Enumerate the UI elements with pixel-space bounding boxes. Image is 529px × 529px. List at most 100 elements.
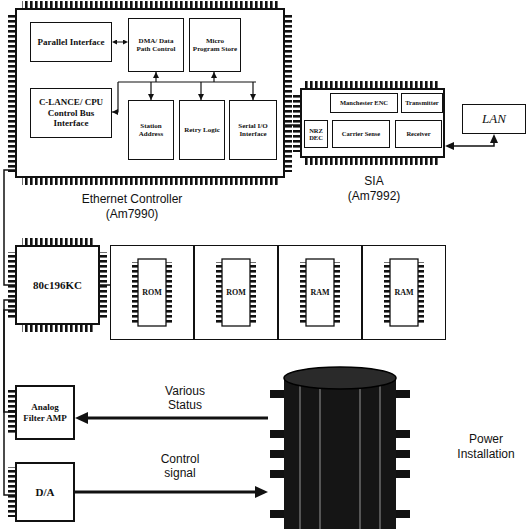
function-block: Retry Logic bbox=[179, 100, 225, 160]
block-label: ROM bbox=[224, 288, 248, 297]
pin-row bbox=[22, 1, 280, 8]
bus-arrow bbox=[252, 82, 253, 100]
connector bbox=[285, 124, 300, 126]
bus-arrow bbox=[213, 72, 214, 82]
pin-row bbox=[334, 262, 340, 323]
connectors bbox=[4, 42, 494, 495]
block-label: RAM bbox=[392, 288, 415, 297]
pin-row bbox=[418, 262, 424, 323]
pin-row bbox=[22, 325, 94, 332]
block-label: Station Address bbox=[129, 122, 173, 138]
signal-label: Various Status bbox=[155, 384, 215, 413]
pin-row bbox=[250, 262, 256, 323]
dip-chip-body bbox=[390, 259, 418, 326]
pin-row bbox=[22, 238, 94, 245]
block-label: 80c196KC bbox=[31, 279, 84, 292]
fin bbox=[396, 470, 410, 478]
block-label: NRZ DEC bbox=[305, 127, 327, 142]
block-label: Transmitter bbox=[403, 99, 440, 106]
function-block: Serial I/O Interface bbox=[229, 100, 277, 160]
function-block: Station Address bbox=[128, 100, 174, 160]
pin-row bbox=[166, 262, 172, 323]
cylinder-body bbox=[284, 378, 396, 529]
stripe bbox=[359, 388, 361, 529]
power-installation: Power Installation bbox=[268, 366, 412, 529]
function-block: Carrier Sense bbox=[332, 120, 390, 148]
signal-label: Control signal bbox=[150, 452, 210, 481]
block-label: Receiver bbox=[404, 130, 432, 137]
block-label: LAN bbox=[480, 112, 508, 127]
fin bbox=[396, 430, 410, 438]
block-label: C-LANCE/ CPU Control Bus Interface bbox=[31, 97, 111, 128]
cylinder-top bbox=[284, 367, 396, 389]
memory-chip-box: ROM bbox=[194, 245, 278, 340]
connector bbox=[100, 284, 110, 286]
connector bbox=[4, 300, 15, 412]
connector bbox=[449, 138, 494, 146]
dip-chip-body bbox=[306, 259, 334, 326]
function-block: Receiver bbox=[395, 120, 442, 148]
function-block: Manchester ENC bbox=[330, 93, 398, 113]
pin-row bbox=[22, 178, 280, 185]
block-label: RAM bbox=[308, 288, 331, 297]
function-block: Parallel Interface bbox=[30, 22, 112, 62]
pin-row bbox=[285, 15, 292, 172]
block-label: Micro Program Store bbox=[190, 37, 240, 53]
pin-row bbox=[216, 262, 222, 323]
pin-row bbox=[305, 81, 440, 88]
function-block: Transmitter bbox=[401, 93, 443, 113]
memory-chip-box: RAM bbox=[362, 245, 446, 340]
pin-row bbox=[132, 262, 138, 323]
block-label: D/A bbox=[34, 486, 57, 499]
pin-row bbox=[300, 262, 306, 323]
dip-chip-body bbox=[138, 259, 166, 326]
memory-chip-box: ROM bbox=[110, 245, 194, 340]
lan-box: LAN bbox=[462, 104, 526, 134]
connector bbox=[115, 42, 125, 43]
function-block: Micro Program Store bbox=[189, 18, 241, 72]
function-block: NRZ DEC bbox=[304, 120, 328, 148]
fin bbox=[270, 430, 284, 438]
fin bbox=[270, 450, 284, 458]
stripe bbox=[379, 386, 381, 529]
microcontroller-chip: 80c196KC bbox=[15, 245, 100, 325]
block-label: Carrier Sense bbox=[340, 130, 382, 137]
block-label: DMA/ Data Path Control bbox=[129, 37, 183, 53]
dip-chip-body bbox=[222, 259, 250, 326]
pin-row bbox=[8, 15, 15, 172]
bus-line bbox=[118, 81, 256, 82]
pin-row bbox=[384, 262, 390, 323]
fin bbox=[396, 510, 410, 518]
function-block: C-LANCE/ CPU Control Bus Interface bbox=[30, 88, 112, 138]
function-block: DMA/ Data Path Control bbox=[128, 18, 184, 72]
connector bbox=[81, 417, 268, 420]
fin bbox=[270, 470, 284, 478]
power-installation-cylinder bbox=[270, 367, 410, 529]
bus-arrow bbox=[200, 82, 201, 100]
dac-chip: D/A bbox=[15, 462, 75, 522]
memory-chip-box: RAM bbox=[278, 245, 362, 340]
ethernet-controller-chip: Ethernet Controller (Am7990)Parallel Int… bbox=[15, 8, 285, 178]
bus-arrow bbox=[155, 72, 156, 82]
fin bbox=[396, 390, 410, 398]
bus-arrow bbox=[150, 82, 151, 100]
block-label: Serial I/O Interface bbox=[230, 122, 276, 138]
chip-caption: SIA (Am7992) bbox=[344, 174, 404, 204]
fin bbox=[396, 450, 410, 458]
pin-row bbox=[293, 95, 300, 152]
block-label: Analog Filter AMP bbox=[17, 402, 73, 423]
bus-arrow bbox=[112, 82, 118, 112]
stripe bbox=[319, 388, 321, 529]
fin bbox=[270, 390, 284, 398]
connector bbox=[75, 491, 262, 494]
connector bbox=[4, 310, 15, 495]
block-label: Manchester ENC bbox=[338, 99, 390, 106]
block-label: ROM bbox=[140, 288, 164, 297]
block-label: Retry Logic bbox=[182, 126, 222, 134]
fin bbox=[270, 510, 284, 518]
stripe bbox=[299, 386, 301, 529]
block-label: Parallel Interface bbox=[35, 37, 106, 47]
connector bbox=[4, 170, 15, 285]
analog-filter-chip: Analog Filter AMP bbox=[15, 385, 75, 440]
